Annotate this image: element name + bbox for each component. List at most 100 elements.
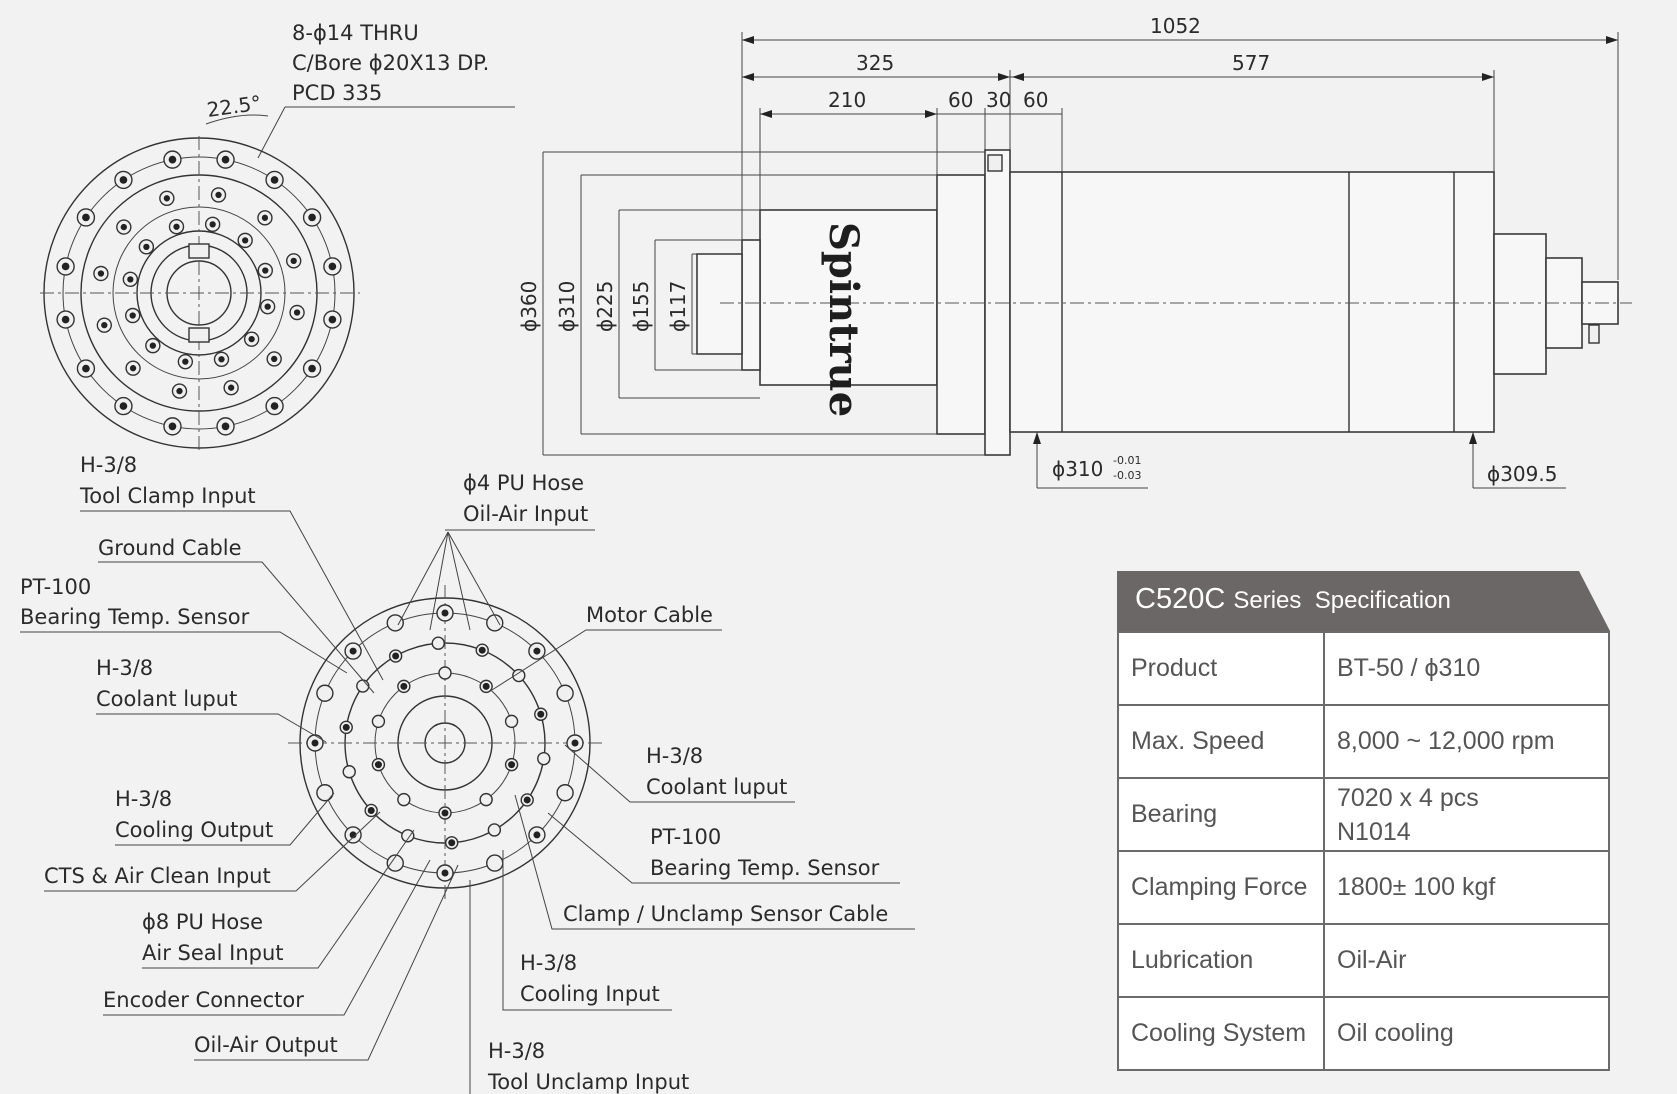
flange-bolt-hole-center xyxy=(270,402,279,410)
callout-pt100-right-1: PT-100 xyxy=(650,825,721,849)
rear-port xyxy=(356,679,370,693)
dia-360: ϕ360 xyxy=(517,281,541,332)
rear-port xyxy=(512,668,526,683)
spindle-rear-view: H-3/8 Tool Clamp Input Ground Cable PT-1… xyxy=(20,453,915,1094)
dim-30: 30 xyxy=(986,88,1011,112)
rear-port-center xyxy=(441,609,449,617)
rear-port xyxy=(556,784,574,802)
flange-bolt-hole-center xyxy=(221,422,230,431)
callout-pt100-left-2: Bearing Temp. Sensor xyxy=(20,605,250,629)
callout-cts: CTS & Air Clean Input xyxy=(44,864,271,888)
spec-value: 1800± 100 kgf xyxy=(1323,850,1610,925)
dim-nose-length: 210 xyxy=(828,88,866,112)
dim-front-section: 325 xyxy=(856,51,894,75)
callout-motor: Motor Cable xyxy=(586,603,713,627)
spec-value: 8,000 ~ 12,000 rpm xyxy=(1323,704,1610,779)
flange-bolt-hole-center xyxy=(227,384,235,391)
rear-port xyxy=(486,854,504,872)
rear-port xyxy=(504,714,519,729)
callout-oil-air-out: Oil-Air Output xyxy=(194,1033,338,1057)
callout-cooling-in-1: H-3/8 xyxy=(520,951,577,975)
flange-bolt-hole-center xyxy=(129,365,137,372)
rear-port xyxy=(342,765,356,779)
flange-bolt-hole-center xyxy=(168,422,177,431)
callout-tool-clamp-1: H-3/8 xyxy=(80,453,137,477)
flange-bolt-hole-center xyxy=(129,312,136,319)
flange-tol-lower: -0.03 xyxy=(1113,469,1141,482)
spec-key: Clamping Force xyxy=(1117,850,1325,925)
spec-value-line2: N1014 xyxy=(1337,817,1411,846)
rear-port-center xyxy=(441,869,449,877)
flange-bolt-hole-center xyxy=(248,336,255,343)
callout-tool-clamp-2: Tool Clamp Input xyxy=(79,484,256,508)
spec-model: C520C xyxy=(1135,583,1226,615)
callout-coolant-left-2: Coolant luput xyxy=(96,687,237,711)
callout-encoder: Encoder Connector xyxy=(103,988,304,1012)
spindle-side-view: 1052 325 577 210 60 30 60 xyxy=(517,14,1632,489)
callout-air-seal-1: ϕ8 PU Hose xyxy=(142,910,263,934)
spec-row: Lubrication Oil-Air xyxy=(1117,923,1610,998)
spec-header: C520C Series Specification xyxy=(1117,571,1610,631)
spec-row: Product BT-50 / ϕ310 xyxy=(1117,631,1610,706)
flange-bolt-hole-center xyxy=(182,358,189,365)
flange-bolt-hole-center xyxy=(101,321,108,329)
rear-port-center xyxy=(349,647,357,655)
spec-row: Max. Speed 8,000 ~ 12,000 rpm xyxy=(1117,704,1610,779)
rear-port-center xyxy=(533,647,541,655)
flange-bolt-hole-center xyxy=(262,267,269,274)
dim-rear-section: 577 xyxy=(1232,51,1270,75)
rear-port xyxy=(386,614,404,632)
flange-bolt-hole-center xyxy=(120,223,127,231)
rear-port-center xyxy=(523,796,531,804)
spec-row: Clamping Force 1800± 100 kgf xyxy=(1117,850,1610,925)
flange-bolt-hole-center xyxy=(242,237,249,244)
spec-key: Cooling System xyxy=(1117,996,1325,1071)
hole-note-line2: C/Bore ϕ20X13 DP. xyxy=(292,51,489,75)
callout-clamp-sensor: Clamp / Unclamp Sensor Cable xyxy=(563,902,888,926)
rear-port xyxy=(438,666,452,680)
spec-row: Bearing 7020 x 4 pcs N1014 xyxy=(1117,777,1610,852)
flange-bolt-hole-center xyxy=(308,364,316,373)
flange-bolt-hole-center xyxy=(149,342,156,349)
rear-port xyxy=(371,714,386,729)
flange-bolt-hole-center xyxy=(97,270,105,277)
rear-port-center xyxy=(537,710,545,718)
flange-bolt-hole-center xyxy=(209,221,216,228)
callout-oil-air-in-1: ϕ4 PU Hose xyxy=(463,471,584,495)
flange-bolt-hole-center xyxy=(82,213,90,222)
flange-bolt-hole-center xyxy=(215,191,222,199)
dim-60b: 60 xyxy=(1023,88,1048,112)
callout-pt100-left-1: PT-100 xyxy=(20,575,91,599)
flange-bolt-hole-center xyxy=(264,303,271,310)
flange-bolt-hole-center xyxy=(163,195,171,202)
flange-bolt-hole-center xyxy=(218,356,225,363)
flange-bolt-hole-center xyxy=(270,176,279,184)
dia-155: ϕ155 xyxy=(629,281,653,332)
rear-port-center xyxy=(374,761,382,769)
flange-bolt-hole-center xyxy=(308,213,316,222)
flange-bolt-hole-center xyxy=(173,223,180,230)
spec-value: BT-50 / ϕ310 xyxy=(1323,631,1610,706)
rear-port-center xyxy=(311,739,319,747)
rear-port xyxy=(556,684,574,702)
dia-310: ϕ310 xyxy=(555,281,579,332)
flange-front-view: 8-ϕ14 THRU C/Bore ϕ20X13 DP. PCD 335 22.… xyxy=(40,21,515,450)
callout-cooling-in-2: Cooling Input xyxy=(520,982,660,1006)
flange-bolt-hole-center xyxy=(119,176,128,184)
rear-port-center xyxy=(533,831,541,839)
flange-bolt-hole-center xyxy=(168,155,177,164)
rear-port-center xyxy=(571,739,579,747)
rear-port xyxy=(487,823,502,837)
dim-60a: 60 xyxy=(948,88,973,112)
callout-cooling-out-1: H-3/8 xyxy=(115,787,172,811)
dia-117: ϕ117 xyxy=(666,281,690,332)
rear-port-center xyxy=(367,806,375,814)
spec-title: C520C Series Specification xyxy=(1135,583,1451,616)
flange-bolt-hole-center xyxy=(143,243,150,250)
flange-tol-upper: -0.01 xyxy=(1113,454,1141,467)
spec-key: Max. Speed xyxy=(1117,704,1325,779)
rear-port-center xyxy=(478,646,486,654)
spec-row: Cooling System Oil cooling xyxy=(1117,996,1610,1071)
dia-flange-fit: ϕ310 xyxy=(1052,457,1103,481)
spec-value: 7020 x 4 pcs N1014 xyxy=(1323,777,1610,852)
